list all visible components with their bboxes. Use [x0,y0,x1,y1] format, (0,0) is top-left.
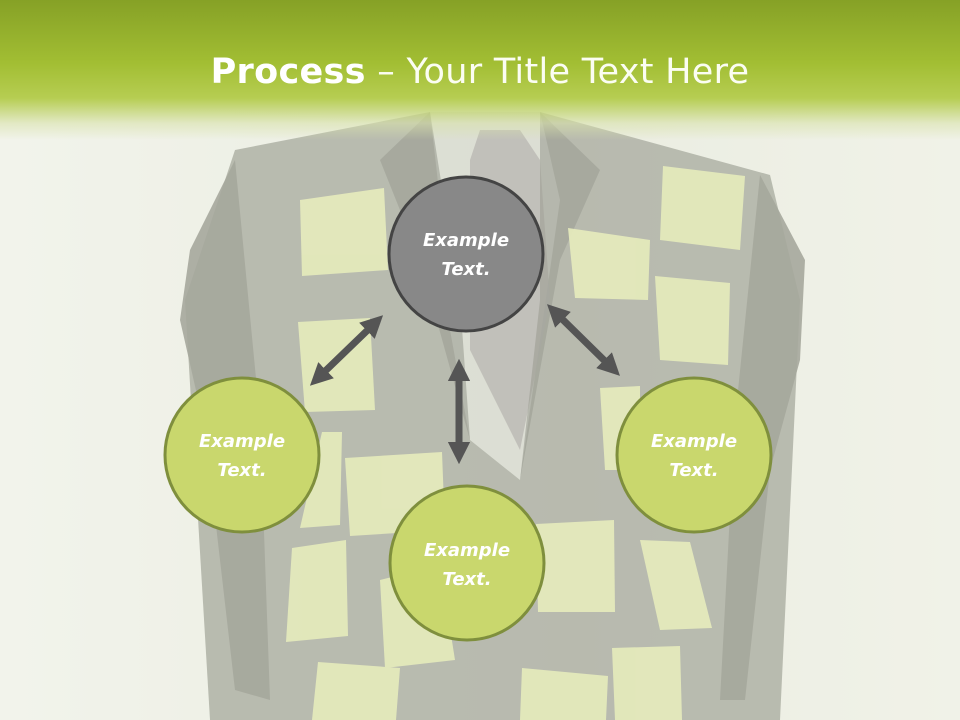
slide-title: Process – Your Title Text Here [0,52,960,92]
title-bold: Process [210,52,366,92]
node-left: Example Text. [163,376,321,534]
node-bottom: Example Text. [388,484,546,642]
node-right: Example Text. [615,376,773,534]
node-right-line1: Example [651,431,737,452]
node-left-line2: Text. [217,460,266,481]
header-bar [0,0,960,140]
node-bottom-line2: Text. [442,569,491,590]
node-top-line2: Text. [441,259,490,280]
node-left-line1: Example [199,431,285,452]
title-rest: – Your Title Text Here [365,52,750,92]
node-top: Example Text. [387,175,545,333]
arrow-top-left [309,315,384,386]
arrow-top-right [547,304,620,376]
node-right-line2: Text. [669,460,718,481]
node-bottom-line1: Example [424,540,510,561]
node-top-line1: Example [423,230,509,251]
